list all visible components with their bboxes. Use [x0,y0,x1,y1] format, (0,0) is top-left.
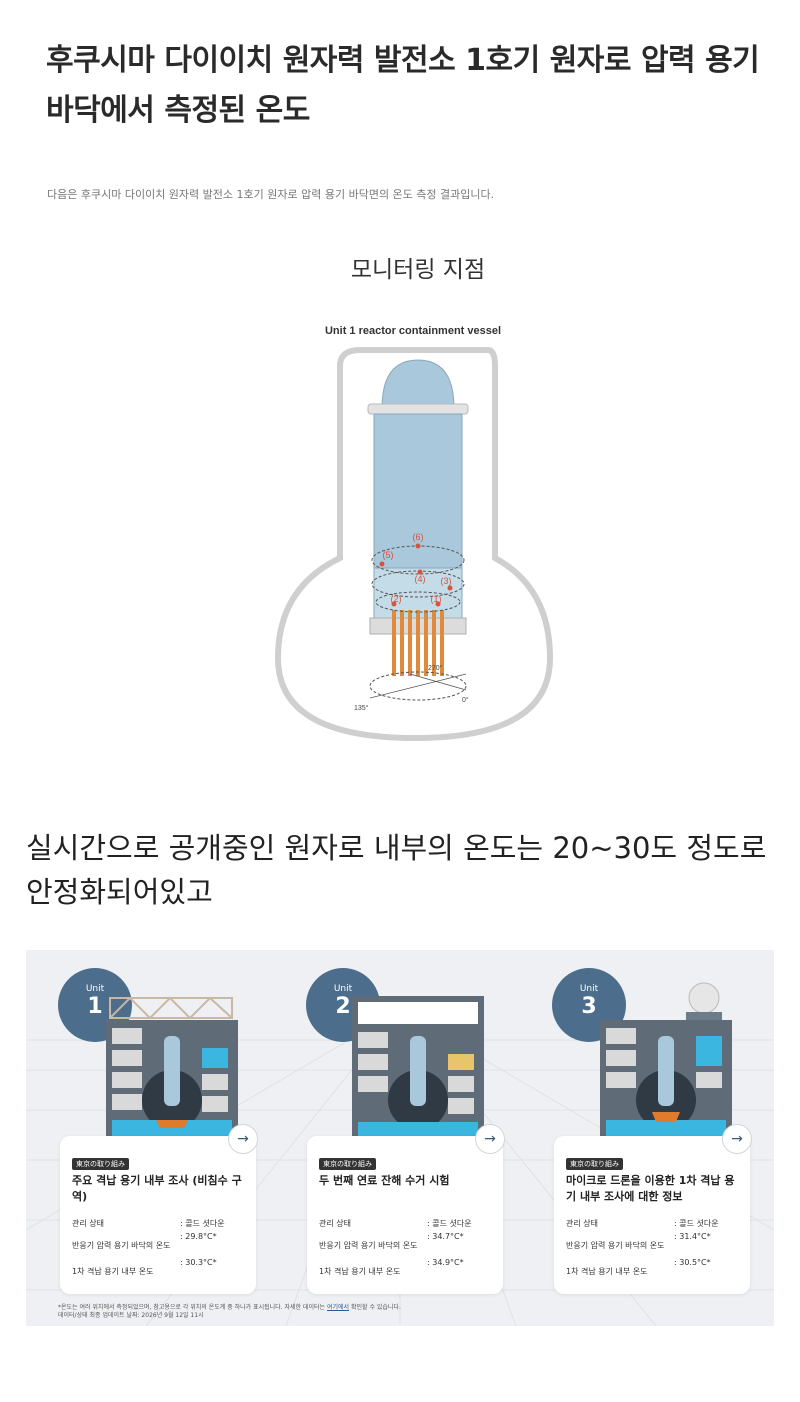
vessel-dome [381,359,455,409]
unit-3-building [600,982,732,1148]
unit-2-status-value: : 콜드 셧다운 [427,1219,472,1228]
unit-2-tag: 東京の取り組み [319,1158,376,1170]
unit-1-rpv-value: : 29.8°C* [180,1232,217,1241]
unit-2-pcv-value: : 34.9°C* [427,1258,464,1267]
unit-2-rpv-label: 반응기 압력 용기 바닥의 온도 [319,1241,418,1250]
arrow-right-icon[interactable]: → [228,1124,258,1154]
point-label-2: (2) [391,594,402,604]
unit-1-rpv-label: 반응기 압력 용기 바닥의 온도 [72,1241,171,1250]
unit-1-badge-label: Unit [85,984,105,994]
angle-0: 0° [462,696,469,704]
arrow-right-icon[interactable]: → [475,1124,505,1154]
monitoring-title: 모니터링 지점 [350,257,486,283]
unit-3-badge-number: 3 [581,994,597,1019]
control-rods [392,610,444,676]
unit-3-card[interactable]: → 東京の取り組み 마이크로 드론을 이용한 1차 격납 용기 내부 조사에 대… [554,1124,752,1294]
unit-3-tag: 東京の取り組み [566,1158,623,1170]
unit-3-status-label: 관리 상태 [566,1219,598,1228]
unit-3-rpv-value: : 31.4°C* [674,1232,711,1241]
units-panel: Unit 1 → 東京の取り組み 주요 격납 용기 내부 조사 (비침수 구역)… [26,950,774,1326]
unit-3-title: 마이크로 드론을 이용한 1차 격납 용기 내부 조사에 대한 정보 [566,1174,735,1203]
unit-2-pcv-label: 1차 격납 용기 내부 온도 [319,1267,401,1276]
unit-1-badge-number: 1 [87,994,103,1019]
unit-1-badge: Unit 1 [58,968,132,1042]
unit-1-status-value: : 콜드 셧다운 [180,1219,225,1228]
unit-1-tag: 東京の取り組み [72,1158,129,1170]
unit-3-status-value: : 콜드 셧다운 [674,1219,719,1228]
unit-1-title: 주요 격납 용기 내부 조사 (비침수 구역) [72,1174,242,1203]
unit-2-building [352,996,484,1148]
arrow-right-icon[interactable]: → [722,1124,752,1154]
unit-1-pcv-label: 1차 격납 용기 내부 온도 [72,1267,154,1276]
base-ring [369,671,467,701]
point-label-3: (3) [441,576,452,586]
angle-135: 135° [354,704,369,712]
axis-line-2 [409,673,467,691]
unit-3-rpv-label: 반응기 압력 용기 바닥의 온도 [566,1241,665,1250]
summary-text: 실시간으로 공개중인 원자로 내부의 온도는 20~30도 정도로 안정화되어있… [26,831,767,909]
footnote-text-b: 확인할 수 있습니다. [349,1304,401,1311]
angle-270: 270° [428,664,443,672]
unit-2-status-label: 관리 상태 [319,1219,351,1228]
point-label-5: (5) [383,550,394,560]
point-label-1: (1) [431,594,442,604]
footnote-text-a: *온도는 여러 위치에서 측정되었으며, 참고용으로 각 위치의 온도계 중 하… [58,1304,327,1311]
unit-2-card[interactable]: → 東京の取り組み 두 번째 연료 잔해 수거 시험 관리 상태 : 콜드 셧다… [307,1124,505,1294]
reactor-diagram: Unit 1 reactor containment vessel [270,318,570,758]
footnote: *온도는 여러 위치에서 측정되었으며, 참고용으로 각 위치의 온도계 중 하… [58,1304,401,1320]
unit-1-building [106,996,238,1148]
unit-1-status-label: 관리 상태 [72,1219,104,1228]
article-title: 후쿠시마 다이이치 원자력 발전소 1호기 원자로 압력 용기 바닥에서 측정된… [46,43,760,128]
measurement-ring-lower [375,591,461,613]
article-intro: 다음은 후쿠시마 다이이치 원자력 발전소 1호기 원자로 압력 용기 바닥면의… [47,188,495,201]
unit-2-badge-label: Unit [333,984,353,994]
unit-1-card[interactable]: → 東京の取り組み 주요 격납 용기 내부 조사 (비침수 구역) 관리 상태 … [60,1124,258,1294]
unit-3-pcv-label: 1차 격납 용기 내부 온도 [566,1267,648,1276]
unit-2-title: 두 번째 연료 잔해 수거 시험 [319,1174,450,1187]
unit-3-pcv-value: : 30.5°C* [674,1258,711,1267]
point-label-4: (4) [415,574,426,584]
footnote-updated: 데이터/상태 최종 업데이트 날짜: 2026년 9월 12일 11시 [58,1312,204,1319]
unit-1-pcv-value: : 30.3°C* [180,1258,217,1267]
vessel-flange [367,403,469,415]
footnote-link[interactable]: 여기에서 [326,1304,350,1311]
unit-2-badge-number: 2 [335,994,351,1019]
measurement-points [379,543,453,607]
measurement-ring-middle [371,570,465,598]
diagram-title: Unit 1 reactor containment vessel [325,325,501,337]
unit-3-badge-label: Unit [579,984,599,994]
unit-2-rpv-value: : 34.7°C* [427,1232,464,1241]
axis-line-1 [369,673,467,699]
point-label-6: (6) [413,532,424,542]
